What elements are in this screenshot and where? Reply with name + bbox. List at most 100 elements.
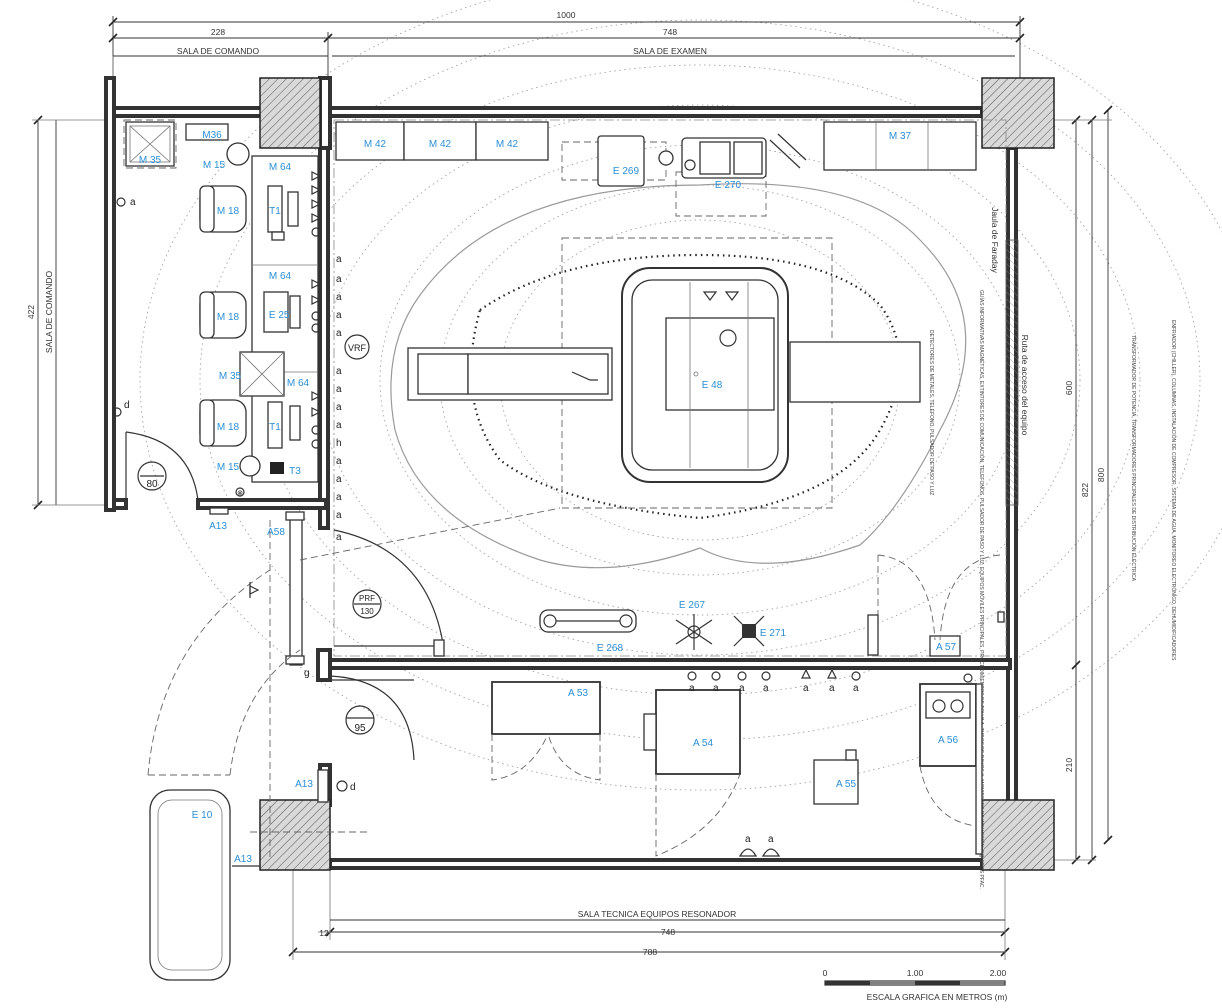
label-m35-top: M 35 — [139, 155, 162, 166]
shelf-m36 — [185, 123, 229, 141]
svg-text:⊗: ⊗ — [237, 490, 243, 497]
chair-m18-low: M 18 — [199, 399, 247, 447]
svg-text:a: a — [336, 366, 342, 377]
vrf-marker — [344, 334, 370, 360]
cabinet-a55: A 55 — [813, 749, 859, 805]
cabinet-m42-3 — [475, 121, 549, 161]
exam-room: M 42 M 42 M 42 E 269 E 270 M 37 — [333, 121, 1005, 889]
faraday-cage-label: Jaula de Faraday — [990, 207, 1000, 273]
waste-bin — [226, 142, 250, 166]
svg-text:a: a — [336, 402, 342, 413]
dim-bottom-12: 12 — [319, 928, 329, 938]
svg-text:a: a — [853, 683, 859, 694]
mri-scanner-e48: E 48 — [407, 267, 921, 483]
room-label-tech: SALA TECNICA EQUIPOS RESONADOR — [578, 909, 737, 919]
marker-a-west: a — [130, 197, 136, 208]
wall-exam-tech-divider — [328, 658, 1012, 670]
dim-total-width: 1000 — [557, 10, 576, 20]
cabinet-a53: A 53 — [491, 681, 601, 781]
scale-tick-1: 1.00 — [907, 968, 924, 978]
wall-command-south — [196, 498, 328, 510]
svg-text:M 18: M 18 — [217, 422, 240, 433]
svg-text:a: a — [336, 310, 342, 321]
dim-exam-width: 748 — [663, 27, 677, 37]
svg-text:E 10: E 10 — [192, 810, 213, 821]
svg-text:A 56: A 56 — [938, 735, 958, 746]
column-sw — [259, 799, 331, 871]
svg-text:E 267: E 267 — [679, 600, 706, 611]
scale-tick-0: 0 — [823, 968, 828, 978]
label-m42-1: M 42 — [364, 139, 387, 150]
door-95-swing — [329, 675, 415, 761]
label-m64-low: M 64 — [287, 378, 310, 389]
room-label-command: SALA DE COMANDO — [177, 46, 260, 56]
room-label-exam: SALA DE EXAMEN — [633, 46, 707, 56]
label-m64-mid: M 64 — [269, 271, 292, 282]
equipment-e268: E 268 — [539, 609, 637, 654]
door-a58 — [289, 514, 303, 666]
svg-text:a: a — [336, 292, 342, 303]
svg-text:a: a — [336, 456, 342, 467]
tech-room: A 53 A 54 A 55 A 56 a a a a — [250, 668, 983, 857]
cabinet-m37 — [823, 121, 977, 171]
exam-note-2: DETECTORES DE METALES, TELÉFONO, PULSADO… — [928, 330, 935, 495]
chair-m18-top: M 18 — [199, 185, 247, 233]
label-a13-top: A13 — [209, 521, 227, 532]
marker-d-tech: d — [350, 782, 356, 793]
svg-text:a: a — [763, 683, 769, 694]
svg-text:a: a — [336, 474, 342, 485]
door-tag-95 — [345, 705, 375, 735]
equipment-access-panel — [1005, 239, 1019, 506]
equipment-e271: E 271 — [733, 615, 787, 647]
svg-text:M 18: M 18 — [217, 312, 240, 323]
label-e270: E 270 — [715, 180, 742, 191]
svg-text:E 271: E 271 — [760, 628, 787, 639]
tech-outlets: a a a a a a a — [687, 668, 861, 694]
label-t1-low: T1 — [269, 422, 281, 433]
svg-text:a: a — [336, 532, 342, 543]
door-80-label: 80 — [146, 479, 158, 490]
svg-text:M 18: M 18 — [217, 206, 240, 217]
dim-command-height: 422 — [26, 305, 36, 319]
dim-bottom-748: 748 — [661, 927, 675, 937]
dimension-labels: 1000 228 748 422 600 822 800 210 748 788… — [26, 10, 1106, 957]
svg-text:a: a — [336, 328, 342, 339]
waste-bin-low — [239, 455, 261, 477]
exclusion-zone — [561, 237, 833, 509]
svg-text:A 57: A 57 — [936, 642, 956, 653]
transport-e10: E 10 — [149, 789, 231, 981]
cabinet-a57: A 57 — [929, 635, 961, 657]
svg-text:a: a — [689, 683, 695, 694]
column-ne — [981, 77, 1055, 149]
wall-mid-top — [318, 76, 332, 150]
label-m64-top: M 64 — [269, 162, 292, 173]
equipment-route-label: Ruta de acceso del equipo — [1020, 335, 1030, 436]
wall-tech-south — [328, 858, 984, 870]
door-tag-80 — [137, 461, 167, 491]
marker-g: g — [304, 668, 310, 679]
column-nw-command — [259, 77, 321, 149]
wall-exam-north — [328, 106, 984, 118]
marker-d-west: d — [124, 400, 130, 411]
dim-tech-210: 210 — [1064, 758, 1074, 772]
dim-800: 800 — [1096, 468, 1106, 482]
svg-text:a: a — [336, 254, 342, 265]
svg-text:a: a — [745, 834, 751, 845]
svg-text:a: a — [336, 274, 342, 285]
corridor: A58 A13 g 95 A13 d A13 E 10 — [147, 507, 561, 981]
scale-label: ESCALA GRAFICA EN METROS (m) — [867, 992, 1008, 1002]
prf-number: 130 — [360, 607, 374, 616]
wall-divider-stub — [316, 648, 332, 682]
terminal-t1-low — [267, 401, 283, 449]
chiller-a56: A 56 — [919, 673, 983, 855]
scale-bar: 0 1.00 2.00 ESCALA GRAFICA EN METROS (m) — [823, 968, 1008, 1002]
dim-exam-600: 600 — [1064, 381, 1074, 395]
svg-text:a: a — [829, 683, 835, 694]
wall-command-east — [318, 146, 330, 530]
label-a13-mid: A13 — [295, 779, 313, 790]
faraday-cage — [333, 119, 1019, 657]
cabinet-a54: A 54 — [643, 689, 741, 857]
gauss-line-5 — [470, 253, 902, 520]
exam-note-1: GUÍAS INFORMATIVAS MAGNÉTICAS, EXTINTORE… — [978, 290, 985, 889]
scale-tick-2: 2.00 — [990, 968, 1007, 978]
